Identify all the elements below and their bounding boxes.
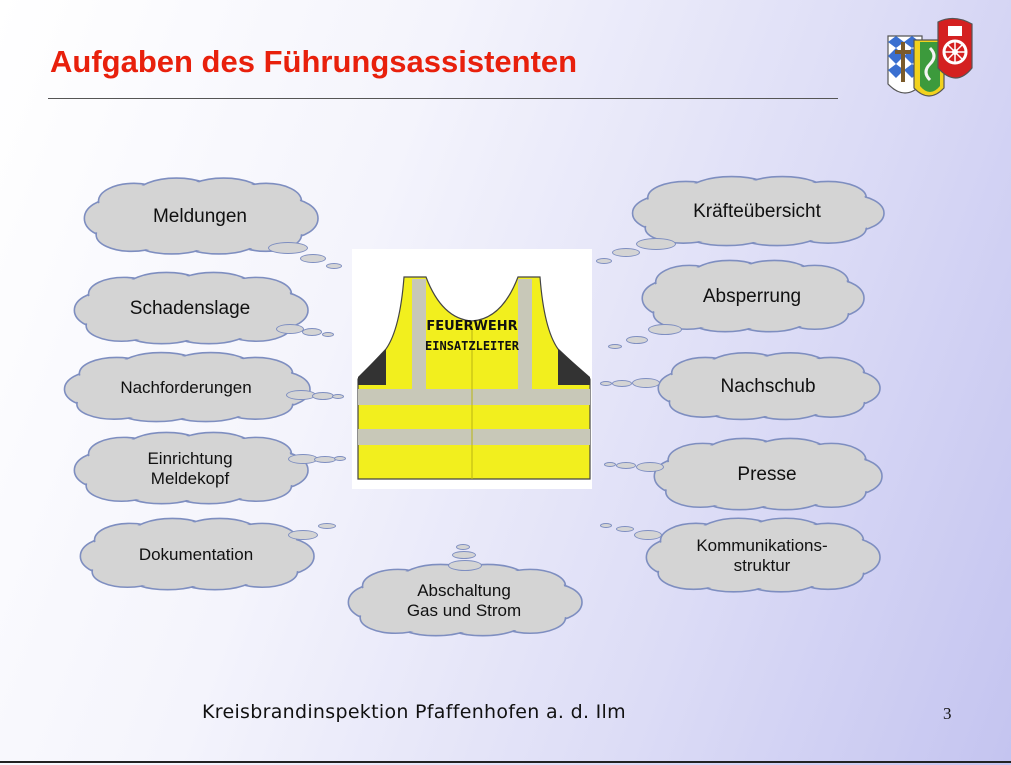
cloud-einrichtung-meldekopf: Einrichtung Meldekopf <box>72 431 309 505</box>
thought-bubble <box>634 530 662 540</box>
vest-icon: FEUERWEHR EINSATZLEITER <box>357 276 591 480</box>
cloud-dokumentation: Dokumentation <box>78 517 315 591</box>
thought-bubble <box>596 258 612 264</box>
thought-bubble <box>334 456 346 461</box>
thought-bubble <box>452 551 476 559</box>
thought-bubble <box>612 248 640 257</box>
cloud-schadenslage: Schadenslage <box>72 271 309 345</box>
thought-bubble <box>608 344 622 349</box>
cloud-nachforderungen: Nachforderungen <box>62 351 311 423</box>
cloud-label: Absperrung <box>702 285 802 307</box>
thought-bubble <box>302 328 322 336</box>
thought-bubble <box>648 324 682 335</box>
cloud-label: Kräfteübersicht <box>693 200 821 222</box>
cloud-shape <box>645 517 881 593</box>
slide-title: Aufgaben des Führungsassistenten <box>50 44 578 79</box>
thought-bubble <box>600 381 612 386</box>
cloud-label: Abschaltung Gas und Strom <box>406 580 522 620</box>
bottom-rule <box>0 761 1011 763</box>
thought-bubble <box>616 462 636 469</box>
thought-bubble <box>616 526 634 532</box>
cloud-shape <box>83 177 319 255</box>
thought-bubble <box>600 523 612 528</box>
thought-bubble <box>300 254 326 263</box>
cloud-label: Presse <box>737 463 797 485</box>
cloud-kommunikationsstruktur: Kommunikations- struktur <box>644 517 881 593</box>
thought-bubble <box>314 456 336 463</box>
cloud-shape <box>73 271 309 345</box>
thought-bubble <box>612 380 632 387</box>
safety-vest-image: FEUERWEHR EINSATZLEITER <box>352 249 592 489</box>
cloud-label: Dokumentation <box>138 544 254 564</box>
thought-bubble <box>604 462 616 467</box>
cloud-label: Nachforderungen <box>120 377 252 397</box>
cloud-shape <box>631 175 885 247</box>
thought-bubble <box>636 238 676 250</box>
cloud-shape <box>63 351 311 423</box>
cloud-shape <box>73 431 309 505</box>
cloud-label: Einrichtung Meldekopf <box>147 448 233 488</box>
coat-of-arms-icon <box>887 17 973 97</box>
cloud-shape <box>641 259 865 333</box>
thought-bubble <box>456 544 470 550</box>
thought-bubble <box>448 560 482 571</box>
thought-bubble <box>632 378 660 388</box>
vest-text-line1: FEUERWEHR <box>426 319 517 334</box>
cloud-absperrung: Absperrung <box>640 259 865 333</box>
vest-text-line2: EINSATZLEITER <box>425 339 520 353</box>
cloud-meldungen: Meldungen <box>82 177 319 255</box>
thought-bubble <box>268 242 308 254</box>
thought-bubble <box>276 324 304 334</box>
cloud-label: Kommunikations- struktur <box>696 535 828 575</box>
thought-bubble <box>326 263 342 269</box>
thought-bubble <box>332 394 344 399</box>
cloud-label: Meldungen <box>152 205 248 227</box>
cloud-label: Nachschub <box>720 375 816 397</box>
cloud-shape <box>657 351 881 421</box>
cloud-nachschub: Nachschub <box>656 351 881 421</box>
cloud-kraefteuebersicht: Kräfteübersicht <box>630 175 885 247</box>
thought-bubble <box>636 462 664 472</box>
cloud-shape <box>347 563 583 637</box>
thought-bubble <box>318 523 336 529</box>
footer-text: Kreisbrandinspektion Pfaffenhofen a. d. … <box>202 701 626 723</box>
thought-bubble <box>626 336 648 344</box>
thought-bubble <box>288 530 318 540</box>
title-divider <box>48 98 838 99</box>
cloud-shape <box>653 437 883 511</box>
cloud-label: Schadenslage <box>129 297 251 319</box>
cloud-abschaltung-gas-strom: Abschaltung Gas und Strom <box>346 563 583 637</box>
thought-bubble <box>312 392 334 400</box>
thought-bubble <box>322 332 334 337</box>
cloud-presse: Presse <box>652 437 883 511</box>
cloud-shape <box>79 517 315 591</box>
page-number: 3 <box>943 704 952 723</box>
